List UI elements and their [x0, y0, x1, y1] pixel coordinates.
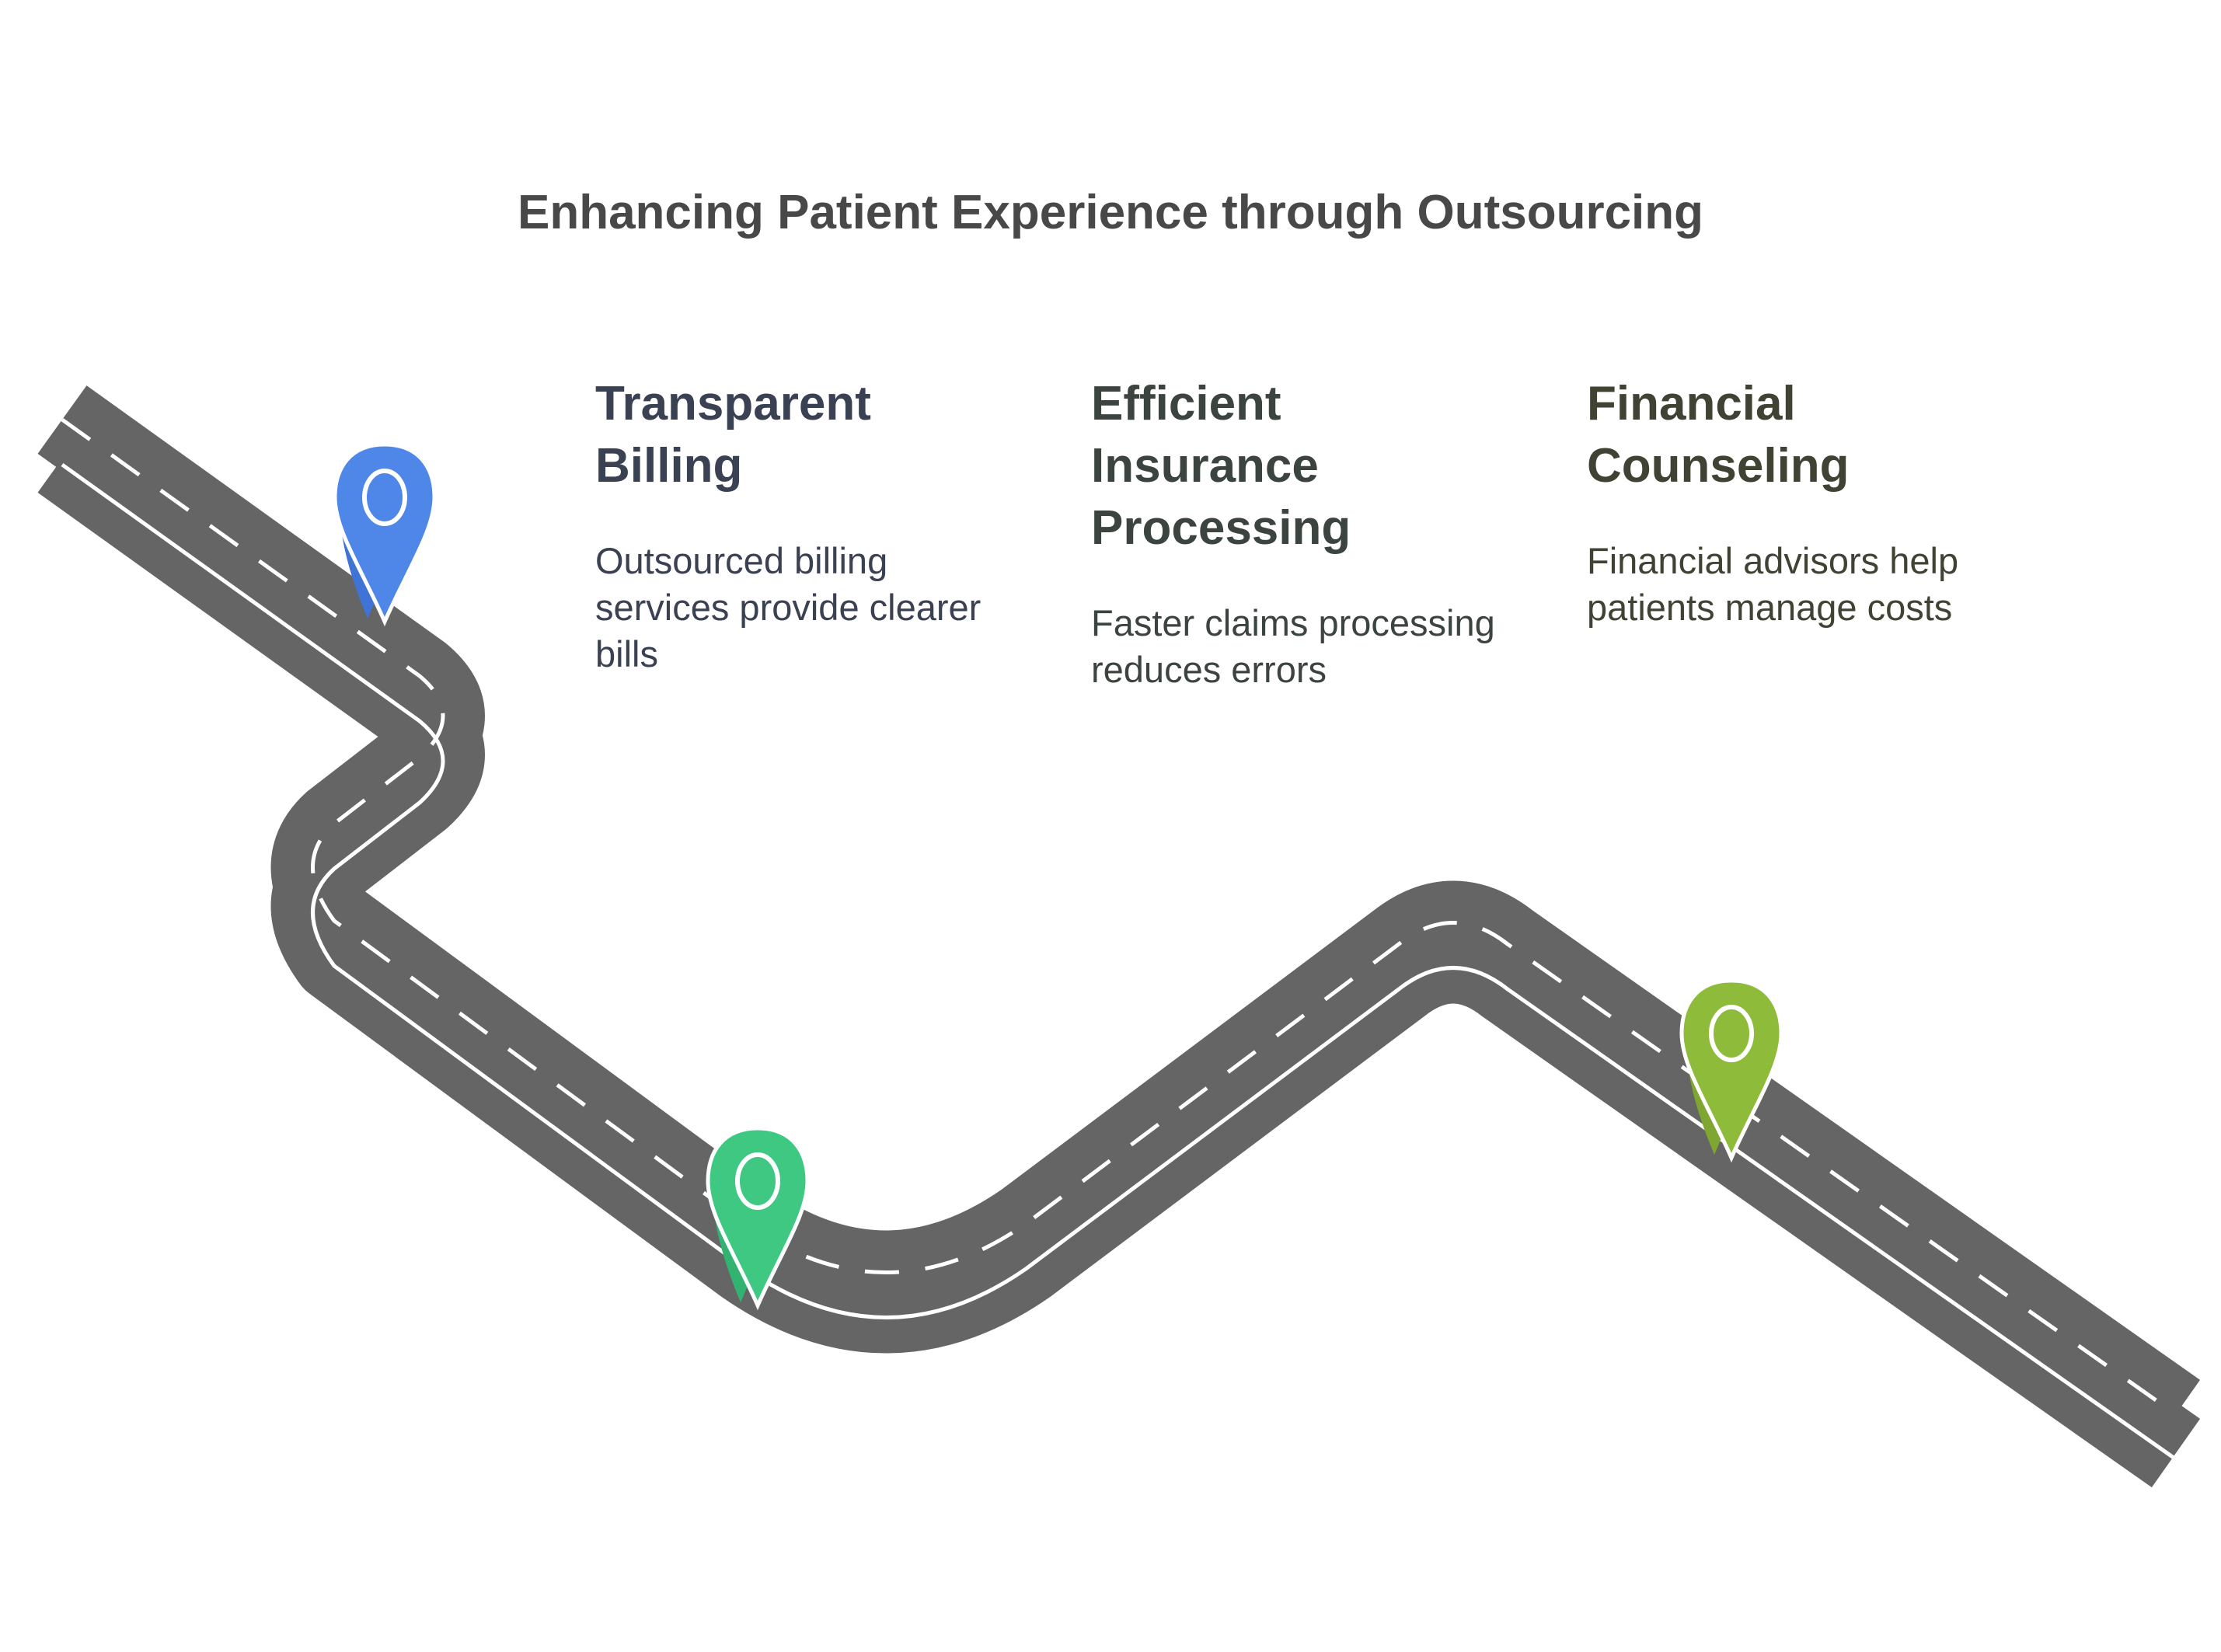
location-pin-icon — [333, 442, 437, 627]
road-center-dashes — [61, 417, 2177, 1417]
step-financial-counseling: Financial Counseling Financial advisors … — [1587, 373, 1991, 631]
road-edge-line — [61, 462, 2177, 1462]
step-description: Faster claims processing reduces errors — [1091, 602, 1495, 690]
step-heading: Transparent Billing — [595, 377, 871, 493]
step-heading: Financial Counseling — [1587, 377, 1850, 493]
location-pin-icon — [1679, 978, 1783, 1163]
step-heading: Efficient Insurance Processing — [1091, 377, 1351, 555]
location-pin-icon — [706, 1126, 810, 1311]
step-description: Financial advisors help patients manage … — [1587, 540, 1959, 628]
step-description: Outsourced billing services provide clea… — [595, 540, 981, 674]
step-transparent-billing: Transparent Billing Outsourced billing s… — [595, 373, 999, 678]
step-efficient-insurance-processing: Efficient Insurance Processing Faster cl… — [1091, 373, 1495, 693]
diagram-title: Enhancing Patient Experience through Out… — [517, 186, 1704, 239]
